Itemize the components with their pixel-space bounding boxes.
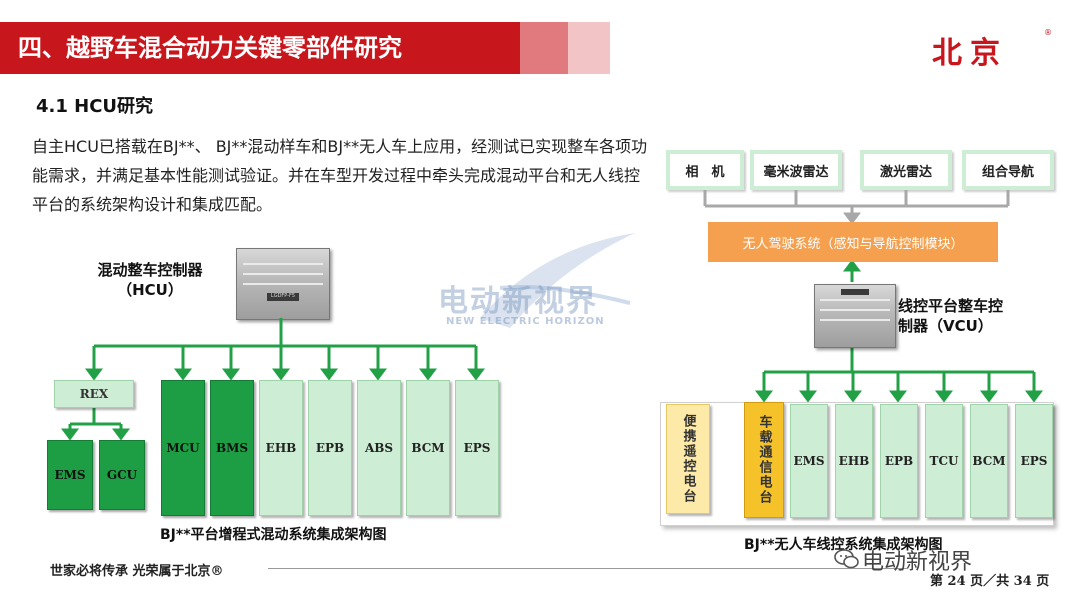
beijing-logo: 北京	[932, 36, 1008, 71]
eps-box: EPS	[455, 380, 499, 516]
vcu-ecu-tag	[841, 289, 869, 295]
left-diagram-caption: BJ**平台增程式混动系统集成架构图	[160, 527, 387, 543]
vcu-bcm-box: BCM	[970, 404, 1008, 518]
portable-remote-station-box: 便携遥控电台	[666, 404, 710, 514]
gcu-box: GCU	[99, 440, 145, 510]
intro-paragraph: 自主HCU已搭载在BJ**、 BJ**混动样车和BJ**无人车上应用，经测试已实…	[32, 137, 648, 214]
vcu-eps-box: EPS	[1015, 404, 1053, 518]
watermark-text: 电动新视界	[438, 284, 598, 319]
sensor-mmwave-radar: 毫米波雷达	[750, 150, 842, 190]
wechat-icon	[834, 549, 859, 569]
vcu-label: 线控平台整车控 制器（VCU）	[898, 297, 1004, 335]
sensor-integrated-nav: 组合导航	[962, 150, 1054, 190]
page-number: 第 24 页／共 34 页	[930, 574, 1050, 589]
watermark-swoosh-icon	[480, 233, 635, 328]
header-bar	[0, 22, 520, 74]
vcu-ehb-box: EHB	[835, 404, 873, 518]
epb-box: EPB	[308, 380, 352, 516]
wechat-account-watermark: 电动新视界	[862, 550, 973, 575]
mcu-box: MCU	[161, 380, 205, 516]
bcm-box: BCM	[406, 380, 450, 516]
ehb-box: EHB	[259, 380, 303, 516]
rex-box: REX	[54, 380, 134, 408]
header-accent-band-light	[568, 22, 610, 74]
autopilot-system-box: 无人驾驶系统（感知与导航控制模块）	[708, 222, 998, 262]
right-diagram-caption: BJ**无人车线控系统集成架构图	[744, 537, 943, 553]
footer-divider	[268, 568, 908, 569]
bms-box: BMS	[210, 380, 254, 516]
abs-box: ABS	[357, 380, 401, 516]
watermark-subtext: NEW ELECTRIC HORIZON	[446, 316, 605, 327]
vcu-ems-box: EMS	[790, 404, 828, 518]
footer-motto: 世家必将传承 光荣属于北京®	[50, 564, 224, 579]
header-accent-band	[520, 22, 568, 74]
vcu-tcu-box: TCU	[925, 404, 963, 518]
ecu-tag: LGDFP-F5	[267, 293, 299, 301]
vehicle-comm-station-box: 车载通信电台	[744, 402, 784, 518]
slide-title: 四、越野车混合动力关键零部件研究	[18, 34, 402, 62]
hcu-label: 混动整车控制器 （HCU）	[97, 261, 203, 299]
hcu-ecu-image: LGDFP-F5	[236, 248, 330, 320]
sensor-lidar: 激光雷达	[860, 150, 952, 190]
sensor-camera: 相 机	[666, 150, 744, 190]
logo-registered-mark: ®	[1044, 28, 1052, 37]
vcu-epb-box: EPB	[880, 404, 918, 518]
ems-box: EMS	[47, 440, 93, 510]
section-title: 4.1 HCU研究	[36, 96, 154, 117]
vcu-ecu-image	[814, 284, 896, 348]
